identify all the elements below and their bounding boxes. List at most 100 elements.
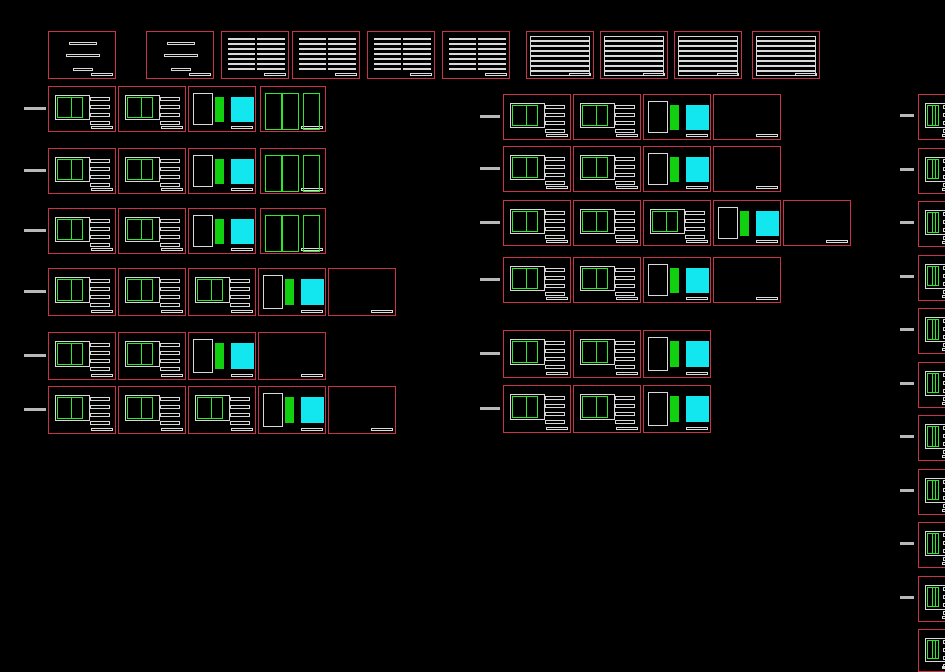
text-line [614,173,636,177]
text-line [943,656,945,660]
drawing-sheet-schematic[interactable] [918,201,945,247]
drawing-sheet-panel[interactable] [188,208,256,254]
drawing-sheet-blank[interactable] [713,94,781,140]
drawing-sheet-schematic[interactable] [48,386,116,434]
drawing-sheet-schematic[interactable] [503,330,571,378]
drawing-sheet-panel[interactable] [713,200,781,246]
text-line [943,479,945,484]
drawing-sheet-schematic[interactable] [118,148,186,194]
drawing-sheet-blank[interactable] [713,146,781,192]
drawing-sheet-panel[interactable] [643,257,711,303]
drawing-sheet-schematic[interactable] [503,257,571,303]
drawing-sheet-cover[interactable] [48,31,116,79]
drawing-sheet-panel[interactable] [188,148,256,194]
drawing-sheet-schematic[interactable] [918,147,945,194]
drawing-sheet-schematic[interactable] [918,468,945,515]
text-line [374,48,402,50]
green-circuit [595,341,608,363]
drawing-sheet-notes[interactable] [292,31,360,79]
text-line [89,159,111,163]
title-block [230,188,253,191]
drawing-sheet-panel[interactable] [643,385,711,433]
text-line [257,58,285,60]
drawing-sheet-schematic[interactable] [573,94,641,140]
table-row [604,46,664,51]
text-line [159,279,181,283]
drawing-sheet-schematic[interactable] [118,386,186,434]
drawing-sheet-schematic[interactable] [573,257,641,303]
drawing-sheet-schematic[interactable] [503,200,571,246]
drawing-sheet-blank[interactable] [258,332,326,380]
drawing-sheet-panel-green[interactable] [260,148,326,194]
drawing-sheet-schematic[interactable] [573,146,641,192]
drawing-sheet-schematic[interactable] [643,200,711,246]
drawing-sheet-panel[interactable] [643,146,711,192]
panel-outline [263,393,284,427]
green-circuit [525,211,538,232]
drawing-sheet-panel[interactable] [643,330,711,378]
text-line [943,281,945,286]
drawing-sheet-schematic[interactable] [573,200,641,246]
drawing-sheet-schematic[interactable] [48,208,116,254]
drawing-sheet-blank[interactable] [713,257,781,303]
drawing-sheet-blank[interactable] [328,386,396,434]
text-line [943,228,945,232]
drawing-sheet-schematic[interactable] [188,268,256,316]
text-line [89,279,111,283]
drawing-sheet-table[interactable] [526,31,594,79]
drawing-sheet-schematic[interactable] [118,268,186,316]
drawing-sheet-schematic[interactable] [503,146,571,192]
text-line [403,38,431,40]
drawing-sheet-table[interactable] [600,31,668,79]
drawing-sheet-notes[interactable] [221,31,289,79]
drawing-sheet-schematic[interactable] [188,386,256,434]
drawing-sheet-schematic[interactable] [118,332,186,380]
drawing-sheet-schematic[interactable] [48,148,116,194]
drawing-sheet-panel[interactable] [188,86,256,132]
drawing-sheet-schematic[interactable] [918,94,945,140]
row-label [24,290,46,293]
drawing-sheet-schematic[interactable] [503,94,571,140]
drawing-sheet-schematic[interactable] [918,308,945,354]
drawing-sheet-schematic[interactable] [918,415,945,461]
drawing-sheet-panel[interactable] [643,94,711,140]
drawing-sheet-schematic[interactable] [503,385,571,433]
text-line [614,121,636,125]
text-line [943,487,945,492]
table-row [530,66,590,71]
drawing-sheet-schematic[interactable] [918,522,945,568]
text-line [403,63,431,65]
drawing-sheet-table[interactable] [674,31,742,79]
drawing-sheet-schematic[interactable] [118,208,186,254]
drawing-sheet-panel-green[interactable] [260,86,326,132]
drawing-sheet-panel[interactable] [258,268,326,316]
drawing-sheet-schematic[interactable] [48,86,116,132]
cyan-table [301,279,325,306]
drawing-sheet-schematic[interactable] [48,332,116,380]
drawing-sheet-panel-green[interactable] [260,208,326,254]
drawing-sheet-notes[interactable] [367,31,435,79]
table-row [756,71,816,76]
drawing-sheet-blank[interactable] [783,200,851,246]
text-line [89,183,111,187]
title-text [170,68,192,71]
cabinet-outline [282,155,299,192]
drawing-sheet-schematic[interactable] [918,254,945,301]
drawing-sheet-panel[interactable] [258,386,326,434]
text-line [544,276,566,280]
drawing-sheet-schematic[interactable] [573,385,641,433]
drawing-sheet-schematic[interactable] [48,268,116,316]
drawing-sheet-schematic[interactable] [918,629,945,672]
drawing-sheet-blank[interactable] [328,268,396,316]
drawing-sheet-schematic[interactable] [918,361,945,408]
row-label [900,167,914,171]
drawing-sheet-schematic[interactable] [918,575,945,622]
drawing-sheet-schematic[interactable] [118,86,186,132]
drawing-sheet-table[interactable] [752,31,820,79]
title-text [167,41,195,45]
drawing-sheet-cover[interactable] [146,31,214,79]
drawing-sheet-schematic[interactable] [573,330,641,378]
drawing-sheet-panel[interactable] [188,332,256,380]
drawing-sheet-notes[interactable] [442,31,510,79]
